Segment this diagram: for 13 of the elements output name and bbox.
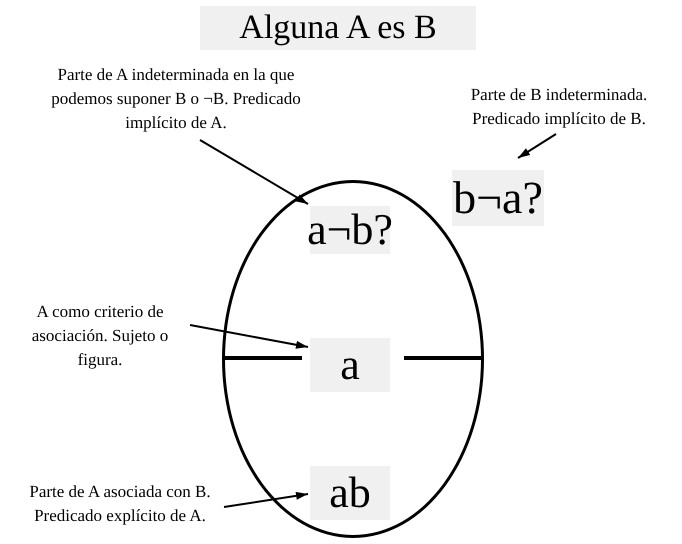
term-label: ab [310,466,390,520]
leader-arrow [517,133,557,159]
annotation-text: Parte de B indeterminada. Predicado implícito de B. [436,82,682,132]
term-label: a [310,338,390,392]
term-label: a¬b? [310,206,390,254]
title: Alguna A es B [200,6,476,50]
leader-arrow [190,324,308,349]
annotation-text: Parte de A asociada con B. Predicado explícito de A. [20,466,220,542]
leader-arrow [224,492,308,508]
annotation-text: A como criterio de asociación. Sujeto o figura. [12,298,188,374]
annotation-text: Parte de A indeterminada en la que podemos suponer B o ¬B. Predicado implícito de A. [26,60,326,138]
leader-arrow [200,139,308,205]
term-label: b¬a? [452,170,544,226]
